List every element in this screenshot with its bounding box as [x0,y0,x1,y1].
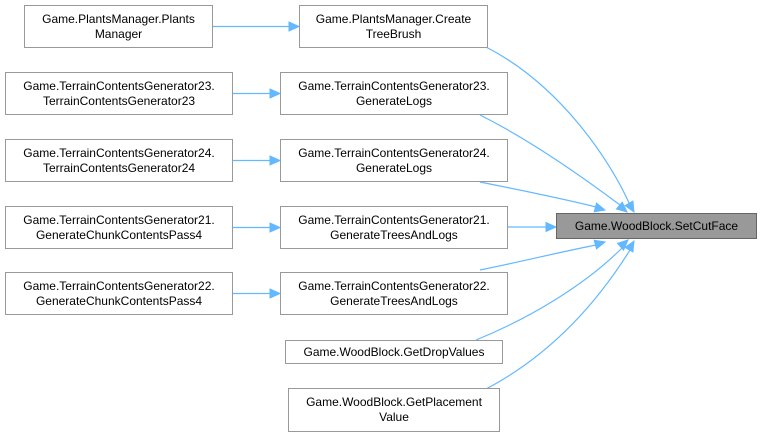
node-label-line: GenerateLogs [355,160,433,175]
node-label: Game.WoodBlock.GetDropValues [304,345,485,360]
node-label: Game.TerrainContentsGenerator23.TerrainC… [23,79,214,109]
node-label-line: Game.TerrainContentsGenerator24. [298,145,490,160]
arrowhead-icon [545,221,558,233]
node-label-line: Game.TerrainContentsGenerator22. [23,278,215,293]
arrowhead-icon [624,239,635,253]
node-tcg23-ctor[interactable]: Game.TerrainContentsGenerator23.TerrainC… [5,72,233,115]
node-label-line: Game.TerrainContentsGenerator23. [23,78,215,93]
node-tcg24-ctor[interactable]: Game.TerrainContentsGenerator24.TerrainC… [5,139,233,182]
edge-createtreebrush-to-setcutface [485,46,631,206]
node-label-line: Game.WoodBlock.GetPlacement [306,395,482,409]
node-label-line: GenerateChunkContentsPass4 [35,227,203,242]
node-setcutface[interactable]: Game.WoodBlock.SetCutFace [556,213,757,239]
arrowhead-icon [269,222,282,233]
node-label-line: GenerateLogs [355,93,433,108]
node-label-line: Game.PlantsManager.Create [315,11,472,26]
arrowhead-icon [269,155,282,166]
node-label-line: TreeBrush [365,26,422,41]
arrowhead-icon [269,88,282,99]
node-label: Game.TerrainContentsGenerator24.TerrainC… [23,146,214,176]
node-label-line: Game.TerrainContentsGenerator23. [298,78,490,93]
edge-tcg22-treesandlogs-to-setcutface [479,244,597,271]
node-label: Game.TerrainContentsGenerator22.Generate… [23,279,214,309]
node-label-line: Game.PlantsManager.Plants [42,11,195,26]
node-label-line: Game.TerrainContentsGenerator22. [298,278,490,293]
arrowhead-icon [593,239,607,250]
arrowhead-icon [616,239,629,251]
arrowhead-icon [593,202,607,213]
node-label-line: Game.WoodBlock.SetCutFace [574,218,739,233]
edge-getplacementvalue-to-setcutface [485,249,631,390]
node-getdropvalues[interactable]: Game.WoodBlock.GetDropValues [285,340,503,364]
edge-tcg23-generatelogs-to-setcutface [479,114,621,206]
node-tcg22-treesandlogs[interactable]: Game.TerrainContentsGenerator22.Generate… [280,272,508,315]
node-label: Game.TerrainContentsGenerator23.Generate… [298,79,489,109]
node-tcg24-generatelogs[interactable]: Game.TerrainContentsGenerator24.Generate… [280,139,508,182]
node-label-line: GenerateChunkContentsPass4 [35,293,203,308]
node-label-line: Game.TerrainContentsGenerator24. [23,145,215,160]
arrowhead-icon [269,288,282,299]
node-label-line: TerrainContentsGenerator23 [42,93,196,108]
node-label-line: TerrainContentsGenerator24 [42,160,196,175]
node-label-line: Manager [94,26,143,41]
arrowhead-icon [624,200,635,214]
node-tcg21-treesandlogs[interactable]: Game.TerrainContentsGenerator21.Generate… [280,206,508,249]
node-label: Game.TerrainContentsGenerator21.Generate… [23,213,214,243]
node-label-line: Game.WoodBlock.GetDropValues [303,344,485,359]
node-label: Game.WoodBlock.SetCutFace [575,219,738,234]
node-label-line: Game.TerrainContentsGenerator21. [298,212,490,227]
node-tcg21-pass4[interactable]: Game.TerrainContentsGenerator21.Generate… [5,206,233,249]
arrowhead-icon [288,21,301,32]
node-label-line: Game.TerrainContentsGenerator21. [23,212,215,227]
node-label: Game.TerrainContentsGenerator22.Generate… [298,279,489,309]
node-label-line: GenerateTreesAndLogs [330,227,458,242]
node-label: Game.TerrainContentsGenerator24.Generate… [298,146,489,176]
node-label-line: Value [379,410,409,424]
node-tcg22-pass4[interactable]: Game.TerrainContentsGenerator22.Generate… [5,272,233,315]
edge-getdropvalues-to-setcutface [475,247,623,341]
node-label: Game.TerrainContentsGenerator21.Generate… [298,213,489,243]
node-label-line: GenerateTreesAndLogs [330,293,458,308]
arrowhead-icon [615,201,628,213]
node-tcg23-generatelogs[interactable]: Game.TerrainContentsGenerator23.Generate… [280,72,508,115]
edge-tcg24-generatelogs-to-setcutface [479,181,597,208]
